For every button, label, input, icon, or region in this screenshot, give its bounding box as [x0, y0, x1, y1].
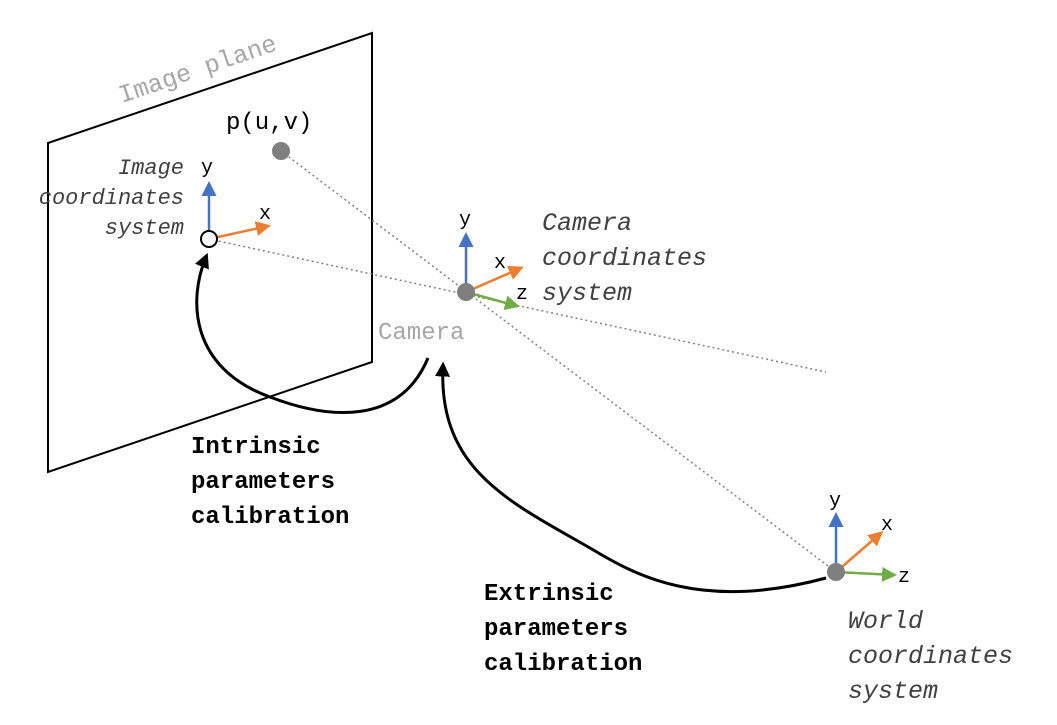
image-coordinates-line-3: system	[105, 216, 184, 241]
image-y-axis-label: y	[201, 157, 213, 180]
image-plane-label: Image plane	[115, 30, 281, 111]
world-x-axis	[835, 531, 884, 573]
camera-coordinates-line-3: system	[542, 279, 632, 308]
image-plane	[47, 31, 373, 474]
extrinsic-line-3: calibration	[484, 651, 642, 678]
image-origin	[200, 230, 218, 248]
camera-y-axis-label: y	[459, 209, 471, 232]
extrinsic-arrow	[435, 361, 827, 594]
world-coordinates-line-1: World	[848, 607, 923, 636]
world-z-axis	[835, 566, 897, 582]
world-y-axis-label: y	[829, 490, 841, 513]
camera-coordinates-label: Camera coordinates system	[542, 209, 707, 308]
camera-x-axis	[465, 265, 524, 294]
extrinsic-line-1: Extrinsic	[484, 581, 614, 608]
world-coordinates-line-2: coordinates	[848, 642, 1013, 671]
intrinsic-line-1: Intrinsic	[191, 434, 321, 461]
extrinsic-label: Extrinsic parameters calibration	[484, 581, 642, 678]
camera-coordinates-line-2: coordinates	[542, 244, 707, 273]
camera-origin	[457, 283, 475, 301]
intrinsic-line-3: calibration	[191, 504, 349, 531]
image-coordinates-label: Image coordinates system	[39, 156, 184, 241]
camera-coordinates-line-1: Camera	[542, 209, 632, 238]
camera-label: Camera	[378, 320, 464, 347]
camera-z-axis-label: z	[516, 283, 528, 306]
point-label: p(u,v)	[226, 110, 312, 137]
camera-axes	[457, 232, 524, 311]
world-z-axis-label: z	[898, 566, 910, 589]
world-origin	[827, 563, 845, 581]
world-coordinates-label: World coordinates system	[848, 607, 1013, 706]
projection-line-world-to-point	[280, 150, 837, 573]
image-x-axis-label: x	[259, 203, 271, 226]
image-coordinates-line-2: coordinates	[39, 186, 184, 211]
point-marker	[272, 142, 290, 160]
intrinsic-label: Intrinsic parameters calibration	[191, 434, 349, 531]
image-x-axis	[208, 221, 271, 241]
world-x-axis-label: x	[881, 514, 893, 537]
world-axes	[827, 512, 897, 582]
intrinsic-line-2: parameters	[191, 469, 335, 496]
world-coordinates-line-3: system	[848, 677, 938, 706]
image-coordinates-line-1: Image	[118, 156, 184, 181]
image-axes	[200, 181, 271, 248]
extrinsic-line-2: parameters	[484, 616, 628, 643]
intrinsic-arrow	[195, 252, 430, 415]
camera-x-axis-label: x	[494, 252, 506, 275]
